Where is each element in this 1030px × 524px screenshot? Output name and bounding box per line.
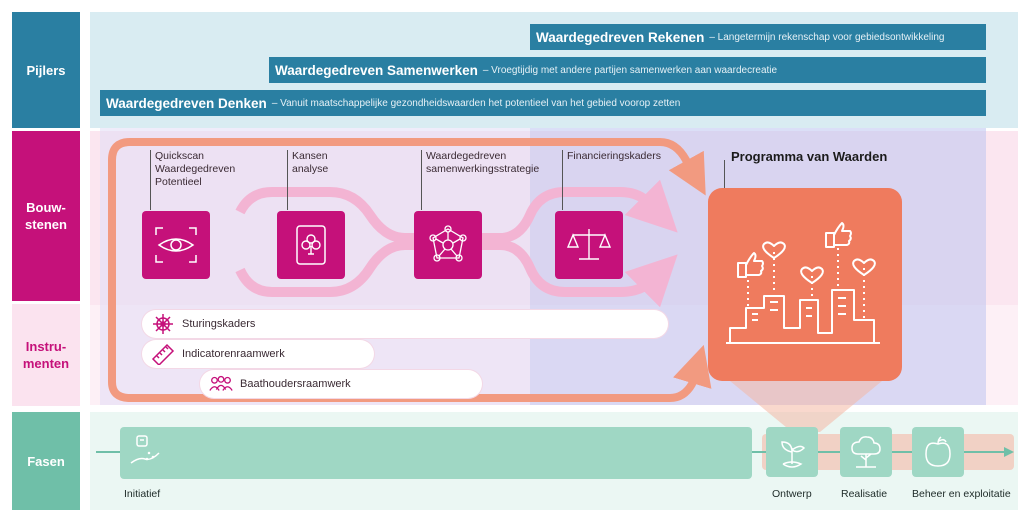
program-box [708, 188, 902, 381]
block-label-financiering-line1: Financieringskaders [567, 150, 661, 162]
phase-realisatie-box [840, 427, 892, 477]
block-label-financiering: Financieringskaders [562, 150, 661, 210]
block-label-quickscan: Quickscan Waardegedreven Potentieel [150, 150, 236, 210]
flow-bottom-arrow [108, 300, 712, 402]
row-label-pijlers-text: Pijlers [26, 62, 66, 78]
row-label-bouwstenen-line1: Bouw- [26, 200, 66, 215]
apple-icon [925, 436, 951, 467]
block-label-samenwerking: Waardegedreven samenwerkingsstrategie [421, 150, 540, 210]
tile-samenwerking [414, 211, 482, 279]
playing-card-icon [296, 225, 326, 265]
row-label-fasen: Fasen [12, 412, 80, 510]
instrument-indicatorenraamwerk: Indicatorenraamwerk [142, 340, 374, 368]
tile-financiering [555, 211, 623, 279]
pillar-rekenen-title: Waardegedreven Rekenen [536, 29, 705, 45]
program-title-tick [724, 160, 725, 188]
flow-ribbon-upper [235, 179, 678, 243]
ruler-icon [150, 343, 176, 365]
instrument-baathoudersraamwerk-label: Baathoudersraamwerk [240, 378, 351, 390]
program-title: Programma van Waarden [731, 149, 888, 164]
phase-ontwerp-box [766, 427, 818, 477]
pillar-samenwerken: Waardegedreven Samenwerken – Vroegtijdig… [269, 57, 986, 83]
pillar-rekenen-desc: – Langetermijn rekenschap voor gebiedson… [709, 31, 945, 43]
helm-wheel-icon [150, 314, 176, 334]
instrument-sturingskaders: Sturingskaders [142, 310, 668, 338]
block-label-quickscan-line2: Waardegedreven [155, 163, 236, 175]
instrument-sturingskaders-label: Sturingskaders [182, 318, 256, 330]
block-label-quickscan-line1: Quickscan [155, 150, 205, 162]
instrument-indicatorenraamwerk-label: Indicatorenraamwerk [182, 348, 285, 360]
row-label-instrumenten: Instru- menten [12, 304, 80, 406]
phase-beheer-label: Beheer en exploitatie [912, 488, 1011, 500]
row-label-instrumenten-line2: menten [22, 356, 70, 371]
pillar-rekenen: Waardegedreven Rekenen – Langetermijn re… [530, 24, 986, 50]
pillar-denken: Waardegedreven Denken – Vanuit maatschap… [100, 90, 986, 116]
pillar-samenwerken-title: Waardegedreven Samenwerken [275, 62, 478, 78]
row-label-pijlers: Pijlers [12, 12, 80, 128]
city-likes-icon [726, 222, 880, 344]
block-label-samenwerking-line2: samenwerkingsstrategie [426, 163, 540, 175]
instrument-baathoudersraamwerk: Baathoudersraamwerk [200, 370, 482, 398]
flow-ribbon-lower [235, 240, 678, 308]
block-label-kansen: Kansen analyse [287, 150, 329, 210]
hand-seed-icon [128, 432, 164, 470]
tree-icon [851, 436, 881, 468]
people-icon [208, 374, 234, 394]
phase-beheer-box [912, 427, 964, 477]
row-label-bouwstenen-line2: stenen [25, 217, 67, 232]
phase-initiatief-label: Initiatief [124, 488, 161, 500]
block-label-quickscan-line3: Potentieel [155, 176, 202, 188]
block-label-kansen-line2: analyse [292, 163, 329, 175]
row-label-instrumenten-line1: Instru- [25, 339, 67, 354]
sprout-icon [781, 441, 806, 468]
row-label-bouwstenen: Bouw- stenen [12, 131, 80, 301]
pillar-denken-title: Waardegedreven Denken [106, 95, 267, 111]
scales-icon [567, 229, 611, 260]
row-label-fasen-text: Fasen [27, 453, 65, 469]
block-label-kansen-line1: Kansen [292, 150, 328, 162]
program-funnel [730, 381, 882, 432]
flow-top-arrow [108, 138, 706, 305]
tile-quickscan [142, 211, 210, 279]
phase-timeline-arrowhead [1004, 447, 1014, 457]
network-people-icon [429, 225, 467, 262]
phase-initiatief-bar [120, 427, 752, 479]
tile-kansen [277, 211, 345, 279]
pillar-samenwerken-desc: – Vroegtijdig met andere partijen samenw… [482, 64, 778, 76]
pillar-denken-desc: – Vanuit maatschappelijke gezondheidswaa… [271, 97, 681, 109]
phase-realisatie-label: Realisatie [841, 488, 888, 500]
eye-scan-icon [155, 227, 197, 263]
block-label-samenwerking-line1: Waardegedreven [426, 150, 507, 162]
phase-ontwerp-label: Ontwerp [772, 488, 812, 500]
